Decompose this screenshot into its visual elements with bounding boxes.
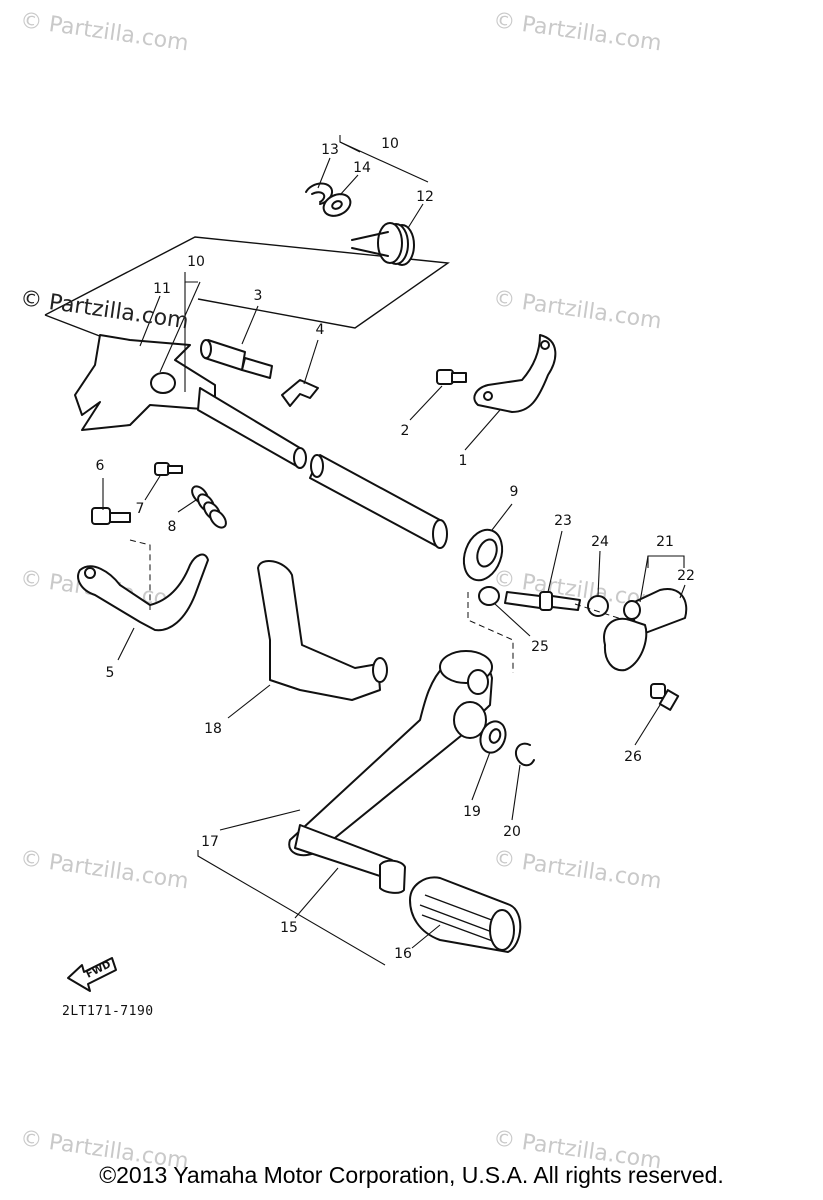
callout-label: 14 (353, 160, 371, 176)
copyright-notice: ©2013 Yamaha Motor Corporation, U.S.A. A… (99, 1162, 724, 1188)
callout-label: 10 (187, 254, 205, 270)
nut-24 (587, 595, 609, 617)
callout-label: 5 (106, 665, 115, 681)
callout-label: 19 (463, 804, 481, 820)
callout-label: 17 (201, 834, 219, 850)
circlip-20 (514, 742, 535, 767)
bolt-26 (650, 683, 680, 711)
callout-label: 21 (656, 534, 674, 550)
bolt-7 (154, 462, 183, 476)
shift-shaft-11 (74, 334, 448, 549)
callout-label: 23 (554, 513, 572, 529)
callout-label: 7 (136, 501, 145, 517)
callout-label: 15 (280, 920, 298, 936)
callout-label: 3 (254, 288, 263, 304)
callout-label: 8 (168, 519, 177, 535)
callout-label: 13 (321, 142, 339, 158)
callout-label: 26 (624, 749, 642, 765)
assembly-10-outline (44, 236, 450, 329)
clip-4 (281, 379, 319, 407)
callout-label: 16 (394, 946, 412, 962)
spring-8 (191, 485, 227, 529)
nut-25 (478, 586, 500, 606)
bolt-2 (436, 369, 467, 385)
callout-label: 11 (153, 281, 171, 297)
callout-label: 1 (459, 453, 468, 469)
callout-label: 10 (381, 136, 399, 152)
rod-end-21-22 (603, 588, 688, 672)
washer-19 (479, 720, 507, 754)
callout-label: 18 (204, 721, 222, 737)
rod-23 (504, 591, 581, 611)
bearing-9 (462, 528, 504, 582)
bolt-6 (91, 507, 131, 525)
figure-code: 2LT171-7190 (62, 1004, 154, 1019)
callout-label: 12 (416, 189, 434, 205)
spring-12 (351, 222, 415, 266)
callout-label: 20 (503, 824, 521, 840)
footrest-rubber-16 (409, 876, 522, 953)
arm-1 (473, 334, 557, 413)
pedal-pin-15 (294, 824, 406, 894)
bolt-3 (200, 339, 273, 379)
callout-label: 4 (316, 322, 325, 338)
callout-label: 25 (531, 639, 549, 655)
arm-5 (77, 553, 209, 632)
shift-pedal-17 (288, 650, 493, 857)
callout-label: 24 (591, 534, 609, 550)
callout-label: 9 (510, 484, 519, 500)
lever-18 (257, 559, 388, 701)
forward-direction-arrow-icon: FWD (67, 957, 117, 992)
callout-label: 2 (401, 423, 410, 439)
callout-label: 22 (677, 568, 695, 584)
callout-label: 6 (96, 458, 105, 474)
